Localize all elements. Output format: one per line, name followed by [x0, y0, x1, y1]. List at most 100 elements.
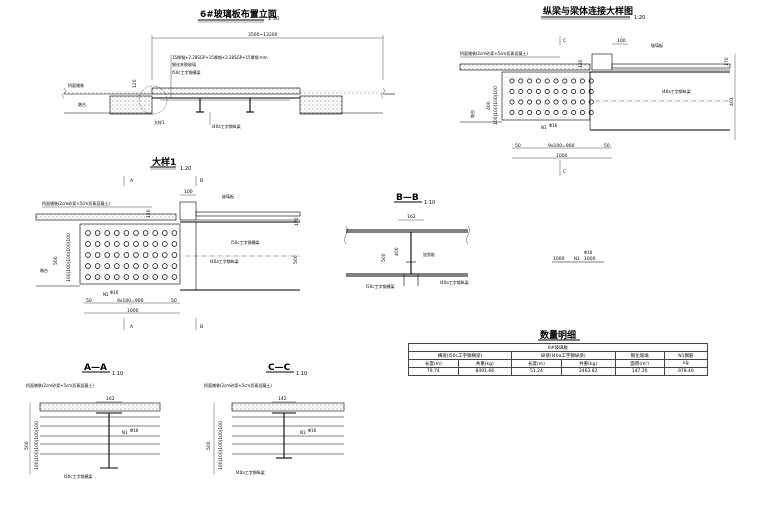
bolt-hole: [114, 263, 120, 269]
section-cc-bolt-spec: Φ16: [308, 428, 317, 433]
connection-label-deck: 桥面铺装(2cm砂浆+5cm沥青混凝土): [460, 50, 528, 56]
bolt-hole: [535, 99, 541, 105]
bolt-hole: [133, 252, 139, 258]
quantity-col-rebar: N1钢筋: [663, 351, 709, 360]
bolt-hole: [94, 252, 101, 258]
bolt-hole: [123, 252, 130, 258]
bolt-hole: [171, 241, 178, 247]
bolt-hole: [114, 252, 120, 258]
bolt-hole: [518, 110, 524, 115]
bolt-hole: [94, 241, 101, 247]
detail1-dim-1000: 1000: [127, 308, 139, 314]
bolt-hole: [94, 274, 101, 280]
bolt-hole: [579, 99, 585, 105]
bolt-hole: [544, 110, 550, 115]
elevation-label-pier: 墩台: [78, 101, 86, 107]
bolt-hole: [85, 241, 91, 247]
connection-dim-spacing: 9x100=900: [548, 143, 575, 149]
rebar-length: 1000: [553, 256, 565, 262]
bolt-hole: [133, 274, 139, 280]
section-aa-dim-162: 162: [106, 396, 115, 402]
quantity-sub-kg: kg: [663, 359, 709, 368]
bolt-hole: [553, 78, 559, 84]
bolt-hole: [553, 110, 559, 115]
bolt-hole: [527, 78, 533, 84]
section-bb-dim-162: 162: [407, 214, 416, 220]
connection-label-bolt: N1: [541, 125, 547, 130]
section-cc-label-beam: I40a工字钢纵梁: [236, 469, 265, 475]
quantity-value: 79.74: [408, 367, 459, 376]
bolt-hole: [544, 99, 550, 105]
bolt-hole: [104, 252, 110, 258]
detail1-dim-500-right: 500: [293, 255, 299, 264]
section-cc-scale: 1:10: [296, 371, 307, 377]
section-bb-dim-400: 400: [394, 247, 400, 256]
connection-dim-401: 401: [729, 97, 735, 106]
bolt-hole: [133, 230, 139, 236]
bolt-hole: [152, 252, 158, 258]
connection-drawing: 纵梁与梁体连接大样图 1:20 C 100 玻璃板 桥面铺装(2cm砂浆+5cm…: [459, 5, 736, 176]
bolt-hole: [571, 110, 577, 115]
bolt-hole: [588, 78, 594, 84]
section-bb-label-stiffener: 加劲板: [423, 251, 435, 257]
quantity-sub-area: 面积(m²): [614, 359, 665, 368]
connection-title: 纵梁与梁体连接大样图: [543, 5, 633, 17]
detail1-label-bolt: N1: [103, 292, 109, 297]
section-aa-dim-500: 500: [24, 441, 30, 450]
bolt-hole: [571, 89, 577, 94]
detail1-label-deck: 桥面铺装(2cm砂浆+5cm沥青混凝土): [42, 200, 110, 206]
bolt-hole: [553, 89, 559, 94]
quantity-col-glass: 钢化玻璃: [614, 351, 665, 360]
section-cc-title: C—C: [268, 363, 291, 373]
bolt-hole: [162, 241, 168, 247]
bolt-hole: [152, 230, 158, 236]
bolt-hole: [562, 99, 568, 105]
detail1-label-pier: 墩台: [40, 267, 48, 273]
section-cc-dim-500: 500: [206, 441, 212, 450]
quantity-table-subtitle: 6#玻璃板: [408, 343, 708, 352]
detail1-dim-120: 120: [146, 209, 152, 218]
section-bb-label-long-beam: I40a工字钢纵梁: [440, 279, 469, 285]
section-aa-bolt-spec: Φ16: [130, 428, 139, 433]
quantity-value: 8491.66: [457, 367, 512, 376]
elevation-drawing: 6#玻璃板布置立面 1:50 3500~13200 15厚钢+2.28SGP+1…: [61, 8, 395, 129]
section-aa-label-bolt: N1: [122, 430, 128, 435]
quantity-value: 147.20: [614, 367, 665, 376]
detail1-mark-b-top: B: [200, 178, 203, 184]
elevation-dim-layout: 15厚钢+2.28SGP+15厚钢+2.28SGP+15厚钢 mm: [172, 54, 268, 60]
elevation-label-long-beam: I40a工字钢纵梁: [212, 123, 241, 129]
section-cc-label-deck: 桥面铺装(2cm砂浆+5cm沥青混凝土): [204, 382, 272, 388]
connection-dim-1000: 1000: [556, 153, 568, 159]
rebar-spec: Φ16: [584, 250, 593, 255]
section-aa-label-beam: I50c工字钢横梁: [64, 473, 92, 479]
detail1-label-glass: 玻璃板: [222, 193, 234, 199]
connection-label-pier: 墩台: [469, 110, 475, 118]
bolt-hole: [588, 110, 594, 115]
bolt-hole: [162, 274, 168, 280]
section-aa-title: A—A: [84, 363, 107, 373]
detail1-label-long-beam: I40a工字钢纵梁: [210, 258, 239, 264]
quantity-table-title: 数量明细: [540, 329, 576, 341]
bolt-hole: [571, 78, 577, 84]
bolt-hole: [171, 230, 178, 236]
detail1-dim-500: 500: [53, 256, 59, 265]
section-aa-label-deck: 桥面铺装(2cm砂浆+5cm沥青混凝土): [26, 382, 94, 388]
connection-section-mark-top: C: [563, 38, 566, 44]
connection-bolt-grid: [509, 78, 594, 115]
bolt-hole: [123, 241, 130, 247]
connection-label-glass: 玻璃板: [651, 42, 663, 48]
bolt-hole: [527, 99, 533, 105]
bolt-hole: [152, 241, 158, 247]
bolt-hole: [85, 230, 91, 236]
bolt-hole: [509, 99, 515, 105]
section-bb-label-cross-beam: I50c工字钢横梁: [366, 283, 394, 289]
bolt-hole: [142, 252, 149, 258]
rebar-note: 1000 N1 Φ16 1000: [552, 250, 604, 263]
bolt-hole: [104, 241, 110, 247]
bolt-hole: [114, 241, 120, 247]
bolt-hole: [509, 89, 515, 94]
bolt-hole: [133, 241, 139, 247]
rebar-label: N1: [574, 256, 580, 261]
bolt-hole: [114, 274, 120, 280]
bolt-hole: [527, 89, 533, 94]
